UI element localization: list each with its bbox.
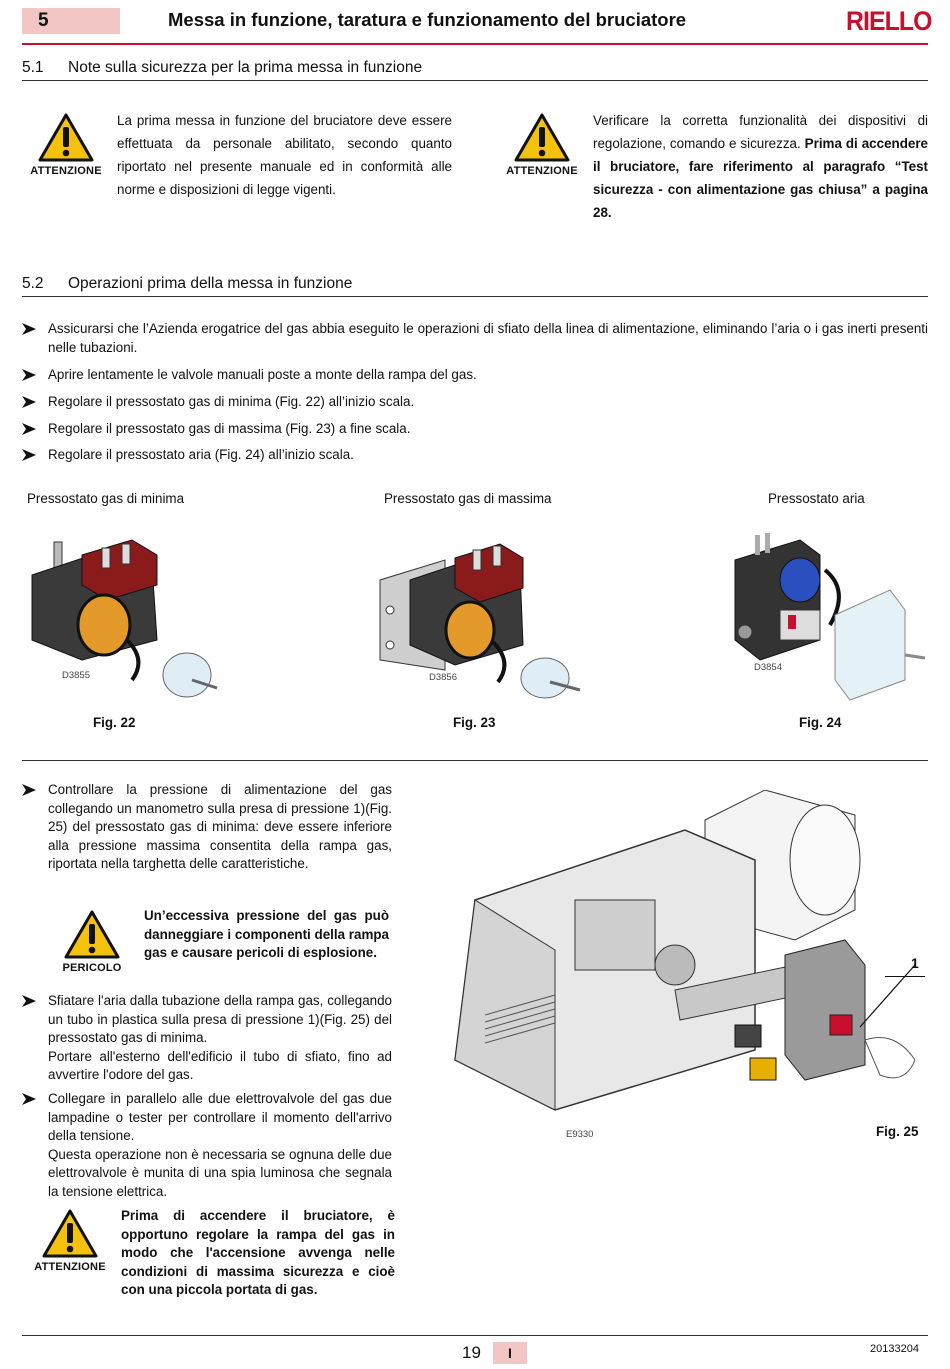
pressure-switch-min-illustration: D3855 [31,539,218,698]
figure-label: Pressostato aria [768,491,865,506]
figure-code: D3856 [429,672,457,683]
bullet-arrow-icon [22,323,36,335]
bullet-arrow-icon [22,423,36,435]
document-code: 20133204 [870,1343,919,1355]
warning-triangle-icon [514,113,570,162]
list-item: Regolare il pressostato aria (Fig. 24) a… [22,446,928,466]
page-number: 19 [462,1343,481,1362]
danger-block: PERICOLO [52,910,132,974]
chapter-title: Messa in funzione, taratura e funzioname… [168,9,687,30]
section-number: 5.1 [22,59,44,76]
warning-text-bottom: Prima di accendere il bruciatore, è oppo… [121,1208,395,1297]
section-rule [22,296,928,297]
chapter-number: 5 [22,8,120,34]
section-5-1-heading: 5.1 Note sulla sicurezza per la prima me… [22,58,928,78]
warning-text-right: Verificare la corretta funzionalità dei … [593,109,928,224]
warning-label: ATTENZIONE [506,165,578,177]
callout-number: 1 [911,955,919,971]
language-badge: I [493,1342,527,1364]
section-title: Operazioni prima della messa in funzione [68,275,353,292]
warning-block-right: ATTENZIONE [502,113,582,177]
bullet-arrow-icon [22,784,36,796]
section-number: 5.2 [22,275,44,292]
list-item: Collegare in parallelo alle due elettrov… [22,1090,392,1199]
warning-text: Verificare la corretta funzionalità dei … [593,113,928,151]
danger-triangle-icon [64,910,120,959]
figure-code: D3855 [62,670,90,681]
warning-block-left: ATTENZIONE [26,113,106,177]
air-pressure-switch-illustration: D3854 [734,533,926,701]
pressure-switch-max-illustration: D3856 [379,543,581,699]
danger-text: Un’eccessiva pressione del gas può danne… [144,908,389,960]
list-item: Regolare il pressostato gas di minima (F… [22,393,928,413]
section-rule [22,80,928,81]
warning-label: ATTENZIONE [30,165,102,177]
figure-number: Fig. 23 [453,715,496,730]
list-item: Controllare la pressione di alimentazion… [22,781,392,896]
bullet-arrow-icon [22,995,36,1007]
bullet-arrow-icon [22,1093,36,1105]
figure-code: E9330 [566,1129,593,1140]
callout-leader [885,976,925,977]
header-rule [22,43,928,45]
figure-label: Pressostato gas di massima [384,491,552,506]
list-item: Regolare il pressostato gas di massima (… [22,420,928,440]
burner-illustration: E9330 [454,790,916,1140]
warning-block-bottom: ATTENZIONE [30,1209,110,1273]
figure-number: Fig. 22 [93,715,136,730]
brand-logo: RIELLO [846,6,932,36]
danger-label: PERICOLO [62,962,122,974]
divider [22,760,928,761]
warning-triangle-icon [42,1209,98,1258]
warning-bold-text: Prima di accendere il bruciatore, fare r… [593,136,928,220]
figure-code: D3854 [754,662,782,673]
list-item: Aprire lentamente le valvole manuali pos… [22,366,928,386]
list-item: Assicurarsi che l’Azienda erogatrice del… [22,320,928,358]
bullet-arrow-icon [22,369,36,381]
figure-number: Fig. 24 [799,715,842,730]
footer-rule [22,1335,928,1336]
bullet-arrow-icon [22,396,36,408]
warning-triangle-icon [38,113,94,162]
section-5-2-heading: 5.2 Operazioni prima della messa in funz… [22,274,928,294]
figure-label: Pressostato gas di minima [27,491,185,506]
list-item: Sfiatare l'aria dalla tubazione della ra… [22,992,392,1087]
warning-label: ATTENZIONE [34,1261,106,1273]
bullet-arrow-icon [22,449,36,461]
warning-text-left: La prima messa in funzione del bruciator… [117,113,452,197]
section-title: Note sulla sicurezza per la prima messa … [68,59,423,76]
figure-number: Fig. 25 [876,1124,919,1139]
